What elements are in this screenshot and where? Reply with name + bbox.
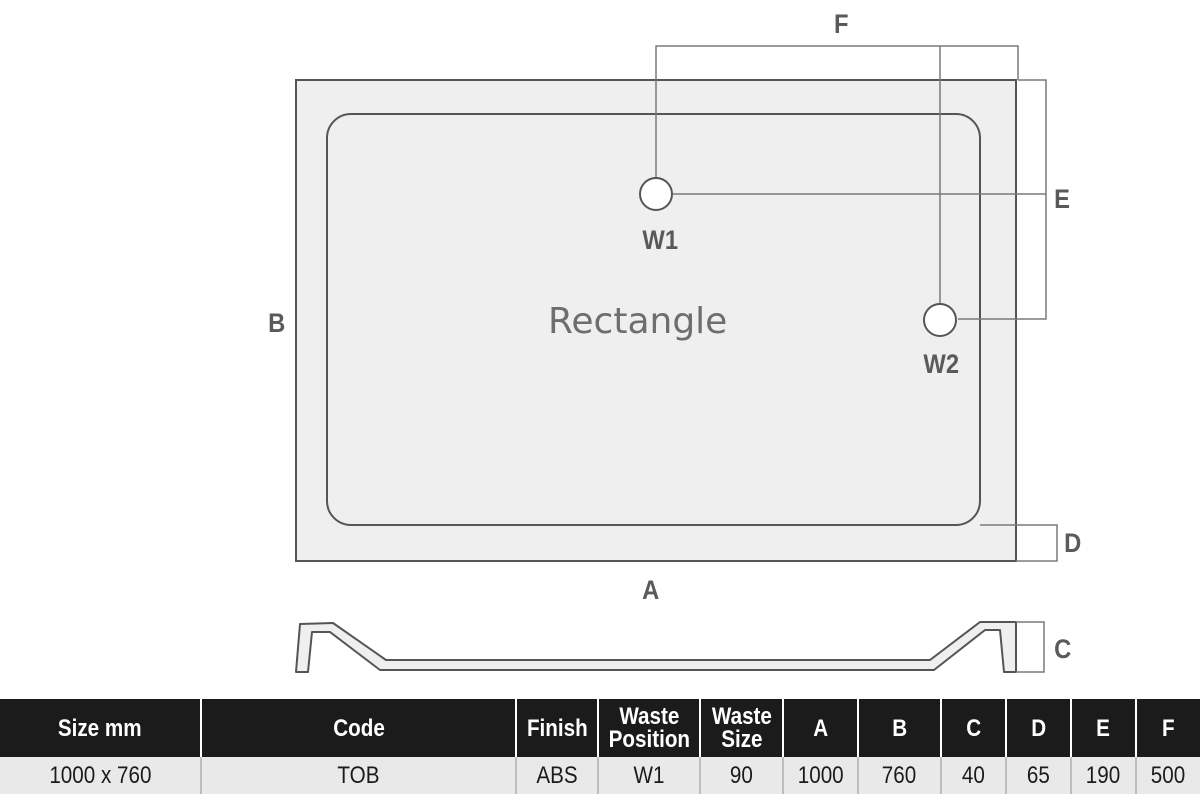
shower-tray-diagram	[295, 45, 1058, 673]
cell-finish: ABS	[515, 757, 598, 794]
waste-w2-circle	[923, 303, 957, 337]
header-finish: Finish	[515, 699, 598, 757]
waste-w1-label: W1	[642, 225, 679, 255]
dimension-f-label: F	[833, 9, 849, 39]
dimension-b-label: B	[268, 308, 286, 338]
dimension-c-line	[1016, 621, 1045, 673]
dimension-c-label: C	[1054, 634, 1072, 664]
cell-a: 1000	[782, 757, 858, 794]
cell-b: 760	[857, 757, 941, 794]
dimension-e-label: E	[1054, 184, 1070, 214]
table-row: 1000 x 760 TOB ABS W1 90 1000 760 40 65 …	[0, 757, 1200, 794]
cell-code: TOB	[200, 757, 516, 794]
header-a: A	[782, 699, 858, 757]
table-header-row: Size mm Code Finish Waste Position Waste…	[0, 699, 1200, 757]
tray-profile	[295, 621, 1017, 673]
dimension-d-label: D	[1064, 528, 1082, 558]
cell-c: 40	[940, 757, 1006, 794]
cell-waste-position: W1	[597, 757, 700, 794]
header-e: E	[1070, 699, 1136, 757]
dimension-f-line	[655, 45, 1019, 180]
dimension-a-label: A	[642, 575, 660, 605]
cell-size: 1000 x 760	[0, 757, 201, 794]
header-code: Code	[200, 699, 516, 757]
header-size: Size mm	[0, 699, 201, 757]
cell-waste-size: 90	[699, 757, 783, 794]
header-waste-size: Waste Size	[699, 699, 783, 757]
cell-d: 65	[1005, 757, 1071, 794]
header-c: C	[940, 699, 1006, 757]
header-d: D	[1005, 699, 1071, 757]
header-b: B	[857, 699, 941, 757]
cell-f: 500	[1135, 757, 1200, 794]
waste-w2-label: W2	[923, 349, 960, 379]
waste-w1-circle	[639, 177, 673, 211]
dimension-e-line	[958, 79, 1047, 320]
header-waste-position: Waste Position	[597, 699, 700, 757]
header-f: F	[1135, 699, 1200, 757]
cell-e: 190	[1070, 757, 1136, 794]
dimension-d-line	[980, 524, 1058, 562]
specification-table: Size mm Code Finish Waste Position Waste…	[0, 699, 1200, 794]
shape-label: Rectangle	[548, 301, 728, 342]
